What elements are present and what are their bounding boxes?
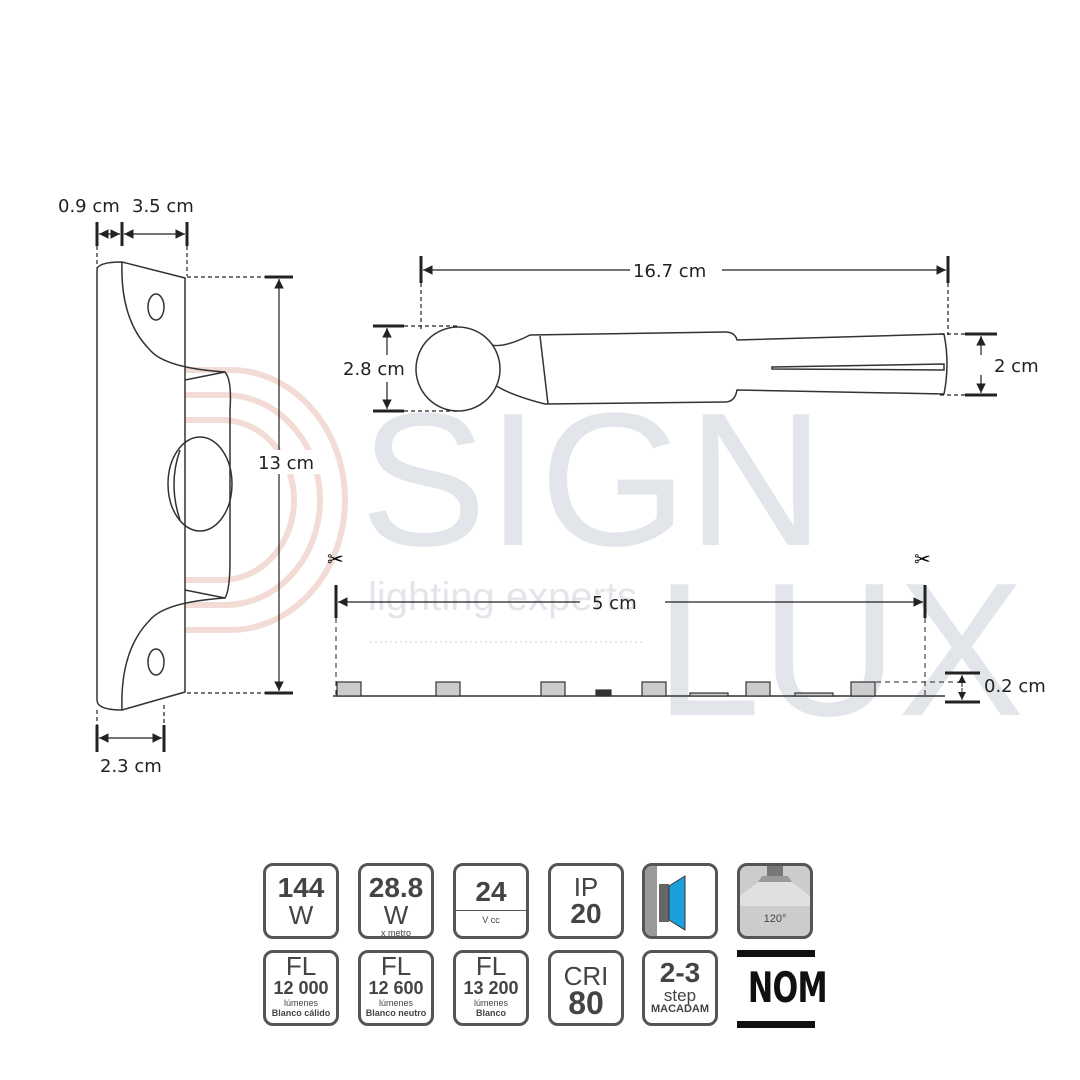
cri-label: CRI: [563, 961, 609, 991]
scissors-icon-left: ✂: [327, 547, 344, 571]
power-unit: W: [288, 900, 314, 930]
spec-flux-warm: FL 12 000 lúmenes Blanco cálido: [263, 950, 339, 1026]
flux-warm-tone: Blanco cálido: [271, 1008, 331, 1018]
mounting-bracket-drawing: [96, 261, 233, 711]
voltage-value: 24: [456, 878, 526, 911]
macadam-label: MACADAM: [650, 1003, 710, 1015]
power-per-meter-unit: W: [383, 900, 409, 930]
flux-white-label: FL: [475, 951, 507, 981]
beam-angle-icon: [740, 866, 810, 906]
beam-angle-value: 120°: [763, 913, 787, 925]
spec-power: 144 W: [263, 863, 339, 939]
flux-neutral-value: 12 600: [368, 978, 424, 998]
power-value: 144: [277, 872, 325, 903]
connector-head-label: 2.8 cm: [343, 359, 405, 380]
bracket-base-label: 2.3 cm: [100, 756, 162, 777]
strip-cut-length-label: 5 cm: [592, 593, 637, 614]
nom-label: NOM: [747, 963, 828, 1012]
spec-beam-angle: 120°: [737, 863, 813, 939]
macadam-step: step: [663, 986, 697, 1005]
flux-neutral-tone: Blanco neutro: [365, 1008, 427, 1018]
connector-body-label: 2 cm: [994, 356, 1039, 377]
spec-mounting: [642, 863, 718, 939]
flux-warm-label: FL: [285, 951, 317, 981]
connector-drawing: [415, 326, 948, 412]
flux-warm-value: 12 000: [273, 978, 329, 998]
flux-neutral-label: FL: [380, 951, 412, 981]
led-strip-drawing: ✂ ✂: [327, 547, 980, 704]
ip-value: 20: [570, 898, 602, 929]
ip-label: IP: [573, 872, 599, 902]
spec-flux-white: FL 13 200 lúmenes Blanco: [453, 950, 529, 1026]
flux-warm-unit: lúmenes: [283, 998, 319, 1008]
spec-power-per-meter: 28.8 W x metro: [358, 863, 434, 939]
flux-white-tone: Blanco: [475, 1008, 506, 1018]
power-per-meter-value: 28.8: [368, 872, 424, 903]
spec-ip: IP 20: [548, 863, 624, 939]
spec-macadam: 2-3 step MACADAM: [642, 950, 718, 1026]
wall-mount-icon: [645, 866, 686, 936]
bracket-thickness-label: 0.9 cm: [58, 196, 120, 217]
scissors-icon-right: ✂: [914, 547, 931, 571]
bracket-height-label: 13 cm: [258, 453, 314, 474]
watermark-lux: LUX: [655, 544, 1025, 756]
spec-voltage: 24 V cc: [453, 863, 529, 939]
watermark-logo: SIGN LUX lighting experts: [122, 367, 1025, 756]
flux-white-unit: lúmenes: [473, 998, 509, 1008]
watermark-tagline: lighting experts: [368, 575, 637, 619]
watermark-sign: SIGN: [360, 374, 825, 586]
spec-flux-neutral: FL 12 600 lúmenes Blanco neutro: [358, 950, 434, 1026]
flux-neutral-unit: lúmenes: [378, 998, 414, 1008]
voltage-unit: V cc: [482, 915, 500, 925]
strip-height-label: 0.2 cm: [984, 676, 1046, 697]
bracket-width-label: 3.5 cm: [132, 196, 194, 217]
nom-certification-badge: NOM: [737, 950, 828, 1028]
spec-cri: CRI 80: [548, 950, 624, 1026]
connector-length-label: 16.7 cm: [633, 261, 706, 282]
cri-value: 80: [568, 985, 604, 1021]
macadam-value: 2-3: [659, 957, 701, 988]
flux-white-value: 13 200: [463, 978, 519, 998]
power-per-meter-note: x metro: [380, 928, 411, 938]
